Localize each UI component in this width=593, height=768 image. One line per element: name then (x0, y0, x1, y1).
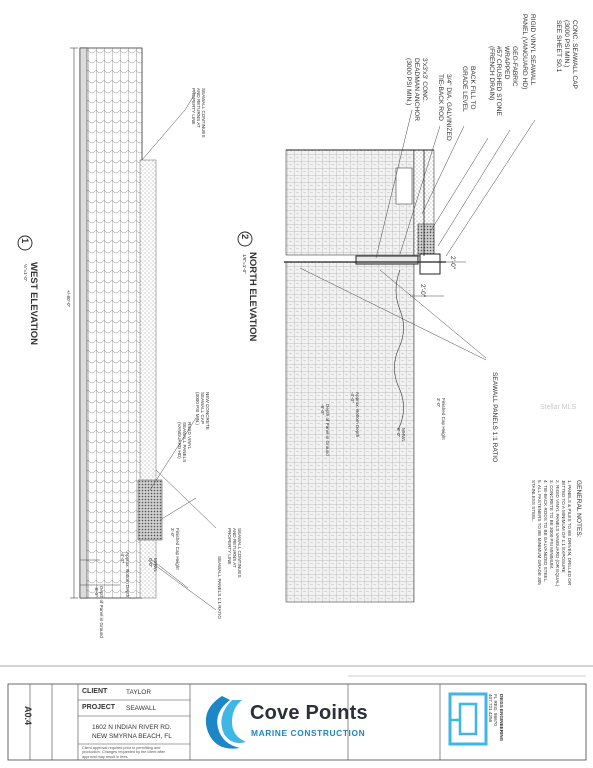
general-note-5b: STAINLESS STEEL. (531, 480, 536, 523)
west-note-bottom: SEAWALL CONTINUES AND RETURNS AT PROPERT… (226, 528, 242, 578)
north-elevation-scale: 1/8"=1'-0" (242, 254, 247, 274)
north-elevation-title: NORTH ELEVATION (247, 252, 258, 342)
general-note-5: 5. ALL FASTENERS TO BE MINIMUM GRADE 305 (537, 480, 542, 585)
north-callout-vinyl-panel: RIGID VINYL SEAWALL PANEL (VANGUARD HD) (521, 14, 536, 90)
west-elevation-number: 1 (19, 238, 30, 244)
general-notes-title: GENERAL NOTES: (575, 480, 582, 538)
north-dim-a: 2'-0" (449, 256, 456, 270)
west-note-panels: SEAWALL PANELS 1:1 RATIO (217, 556, 222, 619)
west-elevation-marker-icon (17, 235, 33, 251)
west-elevation-scale: ⅛"=1'-0" (23, 264, 28, 282)
west-elevation-wall (70, 47, 163, 599)
north-callout-back-fill: BACK FILL TO GRADE LEVEL (461, 66, 476, 112)
west-elevation-length: +/-80'-0" (66, 290, 71, 308)
north-callout-deadman-anchor: 3'x3'x3' CONC. DEADMAN ANCHOR (3000 PSI … (405, 58, 428, 122)
client-value: TAYLOR (126, 689, 152, 696)
north-elevation-number: 2 (239, 234, 250, 240)
title-block-frame (0, 665, 593, 761)
north-dim-b: 2'-0" (419, 284, 426, 298)
west-dim-panel: Depth of Panel in Ground -8'-0" (93, 586, 104, 638)
west-dim-cap: Finished Cap Height 3'-0" (169, 528, 180, 570)
north-note-panels: SEAWALL PANELS 1:1 RATIO (491, 372, 498, 463)
west-elevation-leaders (80, 91, 217, 611)
engineer-name: DEISS ENGINEERING (499, 694, 504, 742)
project-label: PROJECT (82, 704, 116, 711)
general-note-3: 3. CONCRETE TO BE 3000 PSI MINIMUM. (549, 480, 554, 570)
engineer-details: FL REG. 86670 407.721.4256 (487, 694, 498, 726)
general-note-2: 2. RIGID VINYL PANELS VANGUARD (OR EQUAL… (555, 480, 560, 587)
address-line-2: NEW SMYRNA BEACH, FL (92, 733, 172, 740)
engineer-logo-icon (448, 692, 488, 746)
client-label: CLIENT (82, 688, 108, 695)
north-elevation-leaders (299, 109, 536, 361)
general-note-4: 4. TIE-BACK RODS TO BE GALVANIZED STEEL. (543, 480, 548, 583)
general-note-1: 1. PANELS & PILES TO BE DRIVEN, DRILLED … (567, 480, 572, 586)
project-value: SEAWALL (126, 705, 157, 712)
north-dim-mhw: MHWL 0'-0" (395, 428, 406, 443)
west-dim-bottom: Approx. Bottom Depth -4'-0" (119, 552, 130, 598)
north-dim-cap: Finished Cap Height 3'-0" (435, 398, 446, 440)
west-note-top: SEAWALL CONTINUES AND RETURNS AT PROPERT… (190, 88, 206, 138)
north-callout-tie-back-rod: 3/4" DIA. GALVINIZED TIE-BACK ROD (437, 74, 452, 141)
approval-disclaimer: Client approval required prior to permit… (82, 746, 165, 759)
company-name: Cove Points (250, 702, 368, 724)
north-elevation-marker-icon (237, 231, 253, 247)
north-dim-panel: Depth of Panel in Ground -8'-0" (319, 404, 330, 456)
company-subtitle: MARINE CONSTRUCTION (251, 728, 366, 738)
north-dim-bottom: Approx. Bottom Depth -4'-0" (349, 392, 360, 438)
west-dim-mhw: MHWL 0'-0" (147, 558, 158, 573)
sheet-number: A0.4 (23, 706, 33, 726)
north-callout-seawall-cap: CONC. SEAWALL CAP (3000 PSI MIN.) SEE SH… (555, 20, 578, 89)
watermark: Stellar MLS (540, 404, 577, 411)
address-line-1: 1602 N INDIAN RIVER RD. (92, 724, 172, 731)
west-note-vinyl: RIGID VINYL SEAWALL PANELS (VANGUARD HD) (176, 422, 192, 463)
west-elevation-title: WEST ELEVATION (28, 262, 39, 346)
north-elevation-section (284, 149, 446, 603)
general-note-1b: JETTED TO A MINIMUM OF 1:1 EXPOSURE (561, 480, 566, 573)
west-note-cap: NEW CONCRETE SEAWALL CAP (3000 PSI MIN.) (194, 392, 210, 430)
cove-points-logo-icon (205, 696, 246, 749)
north-callout-crushed-stone: GEO-FABRIC WRAPPED #57 CRUSHED STONE (FR… (487, 46, 518, 116)
